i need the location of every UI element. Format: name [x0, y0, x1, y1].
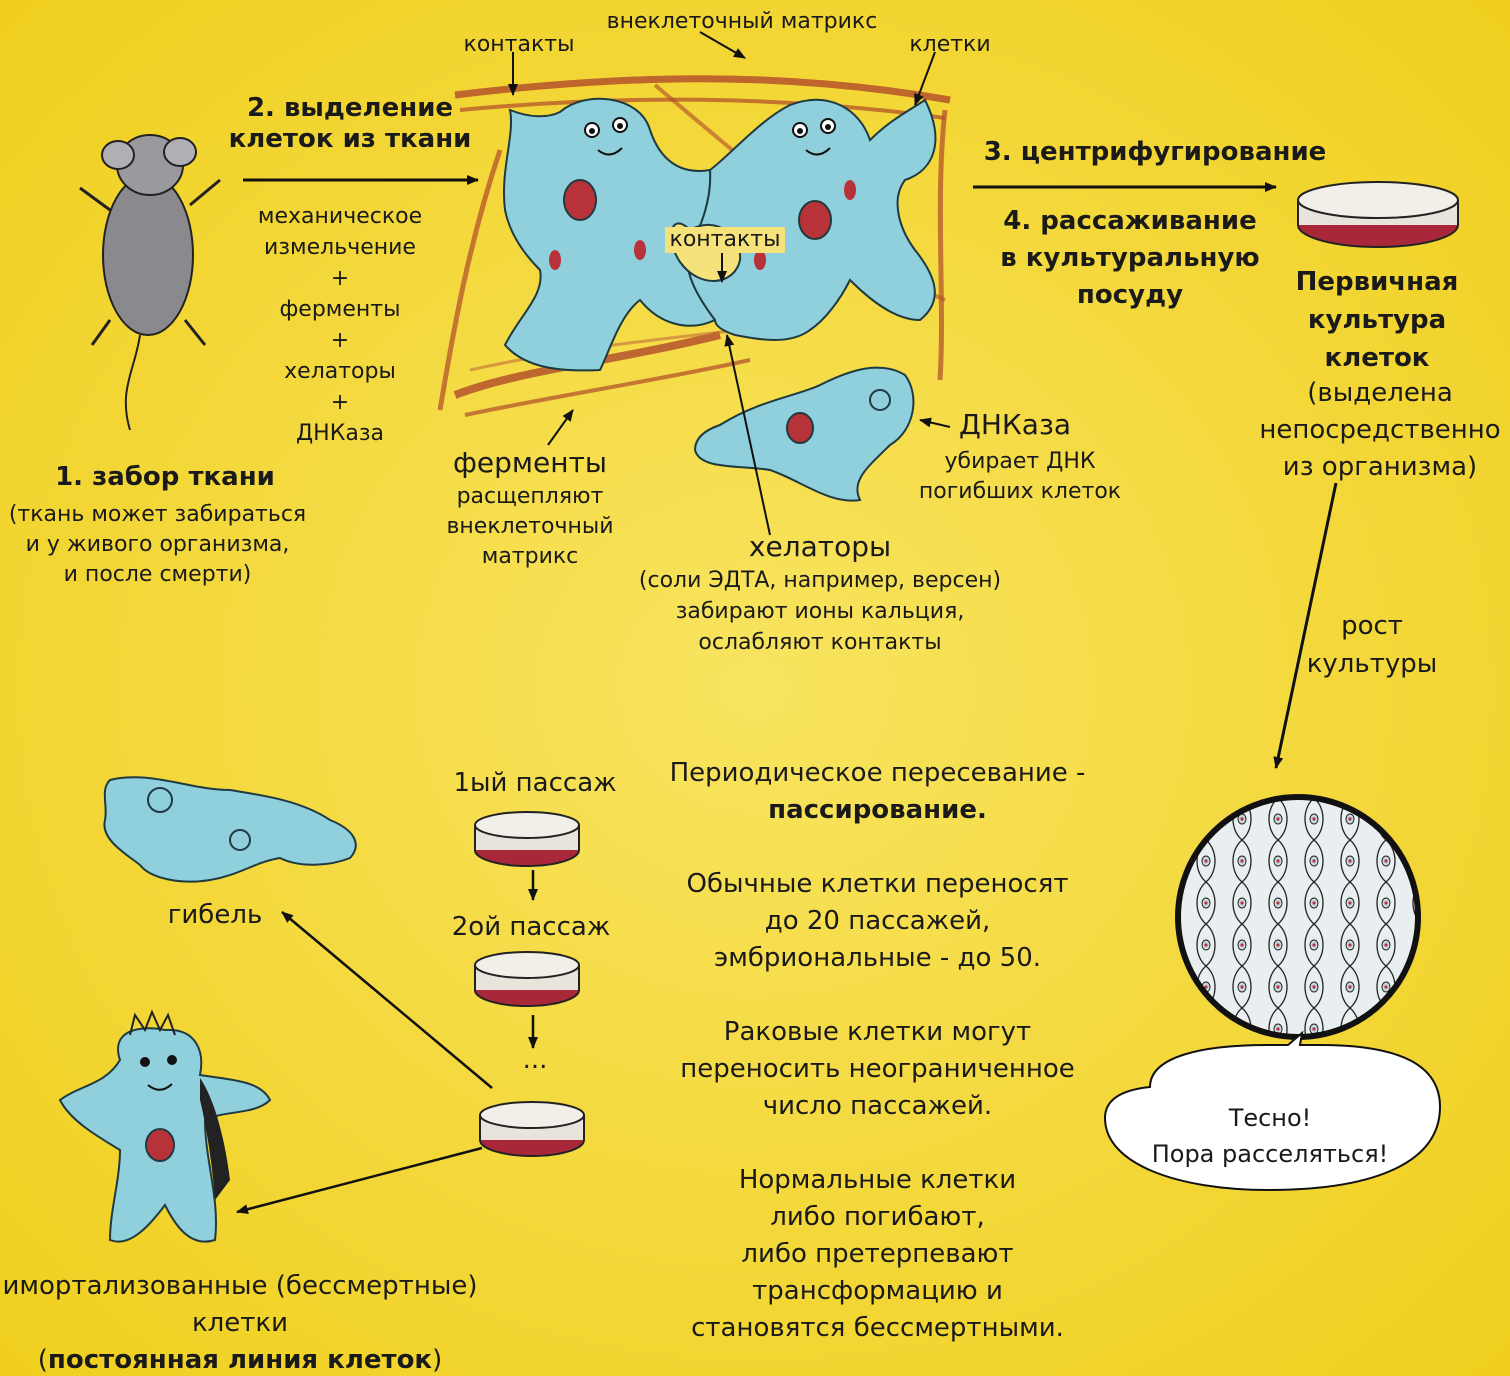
primary-culture-title: Первичная культура клеток [1262, 263, 1492, 377]
step1-title: 1. забор ткани [30, 462, 300, 493]
passage-ellipsis: ... [505, 1045, 565, 1076]
step2-title: 2. выделение клеток из ткани [190, 93, 510, 155]
step3-title: 3. центрифугирование [965, 137, 1345, 168]
label-enzymes: ферменты [440, 446, 620, 480]
dnase-description: убирает ДНК погибших клеток [915, 447, 1125, 507]
primary-culture-description: (выделена непосредственно из организма) [1250, 375, 1510, 486]
immortal-label: имортализованные (бессмертные) клетки (п… [0, 1268, 480, 1376]
label-extracellular-matrix: внеклеточный матрикс [597, 9, 887, 35]
chelators-description: (соли ЭДТА, например, версен) забирают и… [610, 565, 1030, 658]
step2-methods: механическое измельчение + ферменты + хе… [225, 201, 455, 449]
step1-description: (ткань может забираться и у живого орган… [0, 500, 315, 590]
speech-bubble-text: Тесно! Пора расселяться! [1115, 1100, 1425, 1172]
passage-2-label: 2ой пассаж [436, 912, 626, 943]
passage-dish-2-icon [475, 952, 579, 1006]
label-contacts-middle: контакты [665, 227, 785, 253]
death-label: гибель [150, 900, 280, 931]
passage-dish-n-icon [480, 1102, 584, 1156]
enzymes-description: расщепляют внеклеточный матрикс [430, 482, 630, 572]
label-contacts-top: контакты [449, 32, 589, 58]
label-dnase: ДНКаза [945, 408, 1085, 442]
passage-dish-1-icon [475, 812, 579, 866]
label-cells: клетки [895, 32, 1005, 58]
label-chelators: хелаторы [730, 530, 910, 564]
passaging-text: Периодическое пересевание - пассирование… [640, 755, 1115, 1347]
step4-title: 4. рассаживание в культуральную посуду [965, 203, 1295, 314]
primary-culture-dish-icon [1298, 182, 1458, 247]
passage-1-label: 1ый пассаж [440, 768, 630, 799]
growth-label: рост культуры [1292, 607, 1452, 683]
